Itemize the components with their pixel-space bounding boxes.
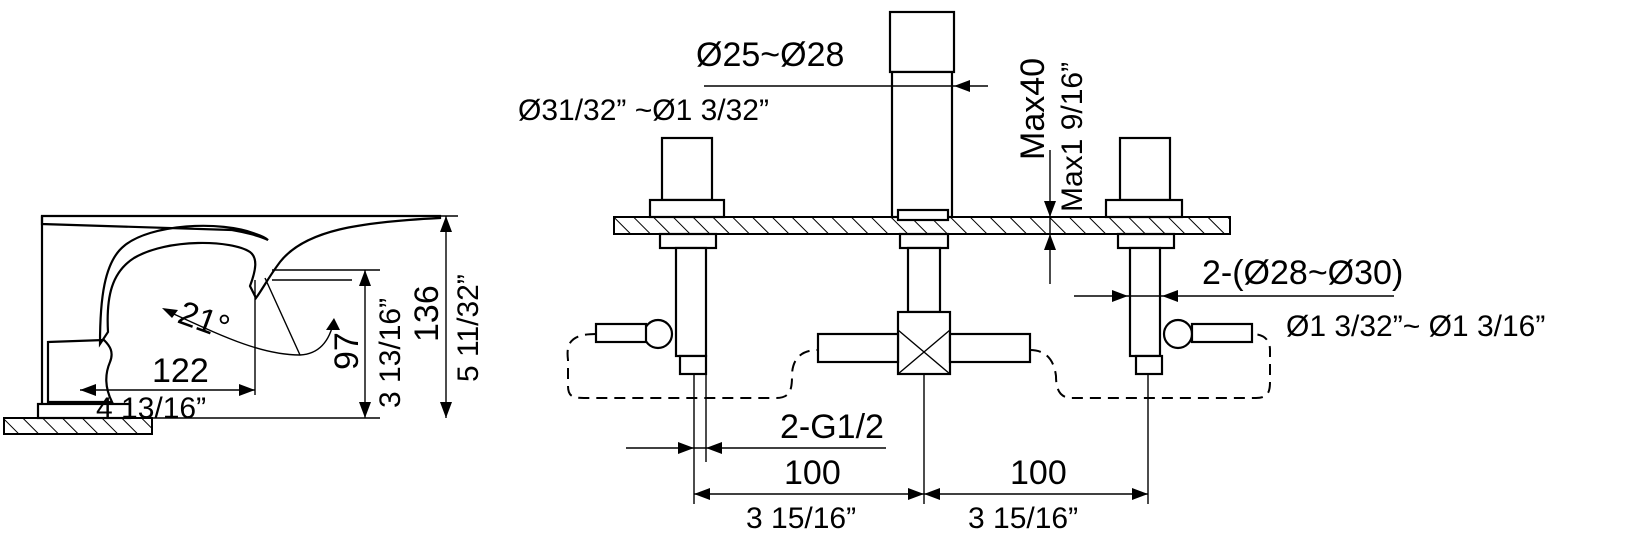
right-hose (1029, 333, 1271, 399)
right-handle-flange (1104, 198, 1184, 219)
right-nut (1116, 232, 1176, 250)
thread-label: 2-G1/2 (780, 408, 884, 446)
right-valve (1162, 318, 1194, 350)
right-handle-knob (1118, 136, 1172, 202)
left-handle-flange (648, 198, 726, 219)
side-spout-height-mm: 97 (328, 332, 366, 370)
spacing-right-mm: 100 (1010, 454, 1067, 492)
thread-arrow-l (678, 442, 694, 454)
spout-dia-in: Ø31/32” ~Ø1 3/32” (518, 94, 769, 127)
deck-thick-in: Max1 9/16” (1056, 62, 1089, 212)
thread-arrow-r (706, 442, 722, 454)
spacing-arrow-2 (908, 488, 924, 500)
left-shank (674, 246, 708, 358)
side-angle-label: 21° (173, 294, 234, 347)
side-spout-height-arrow-t (359, 270, 371, 286)
side-spout (40, 214, 442, 348)
hole-dia-in: Ø1 3/32”~ Ø1 3/16” (1286, 310, 1545, 343)
tee-body (896, 310, 952, 376)
left-hose-fitting (594, 322, 648, 344)
spout-body (890, 70, 954, 219)
spout-top (888, 10, 956, 74)
side-total-height-mm: 136 (408, 285, 446, 342)
side-handle (46, 338, 114, 404)
spacing-arrow-3 (924, 488, 940, 500)
left-handle-assembly (594, 136, 726, 376)
left-hose (566, 333, 819, 399)
deck-thick-arrow-b (1044, 234, 1056, 250)
spout-nut (898, 232, 950, 250)
side-base-plate (36, 402, 132, 420)
right-hose-fitting (1190, 322, 1254, 344)
hole-dia-arrow-r (1162, 290, 1178, 302)
side-view: 21° 122 4 13/16” 97 3 13/16” 136 5 11/32… (3, 214, 485, 435)
spout-dia-mm: Ø25~Ø28 (696, 36, 844, 74)
spout-assembly (816, 10, 1032, 376)
tee-left-fitting (816, 332, 900, 364)
right-shank (1128, 246, 1162, 358)
side-reach-arrow-l (80, 384, 96, 396)
side-reach-arrow-r (239, 384, 255, 396)
front-view: Ø25~Ø28 Ø31/32” ~Ø1 3/32” Max40 Max1 9/1… (518, 10, 1545, 535)
right-handle-assembly (1104, 136, 1254, 376)
side-total-height-in: 5 11/32” (452, 274, 485, 382)
side-spout-height-arrow-b (359, 402, 371, 418)
side-angle-arrow (162, 308, 178, 318)
side-total-height-arrow-t (440, 216, 452, 232)
spacing-arrow-4 (1132, 488, 1148, 500)
side-angle-arc (164, 309, 335, 356)
side-reach-in: 4 13/16” (96, 392, 206, 425)
left-nut (658, 232, 718, 250)
hole-dia-mm: 2-(Ø28~Ø30) (1202, 254, 1403, 292)
left-outlet (678, 354, 708, 376)
side-reach-mm: 122 (152, 352, 209, 390)
deck-thick-mm: Max40 (1014, 58, 1052, 160)
spacing-right-in: 3 15/16” (968, 502, 1078, 535)
spacing-left-in: 3 15/16” (746, 502, 856, 535)
left-handle-knob (660, 136, 714, 202)
hole-dia-arrow-l (1112, 290, 1128, 302)
side-angle-arrow-2 (326, 318, 340, 330)
spacing-arrow-1 (694, 488, 710, 500)
side-spout-height-in: 3 13/16” (374, 298, 407, 408)
spout-gasket (896, 208, 950, 222)
spacing-left-mm: 100 (784, 454, 841, 492)
spout-dia-arrow (954, 80, 970, 92)
side-total-height-arrow-b (440, 402, 452, 418)
tee-right-fitting (948, 332, 1032, 364)
side-angle-line-1 (264, 277, 301, 356)
left-valve (642, 318, 674, 350)
right-outlet (1134, 354, 1164, 376)
tee-cross-2 (897, 329, 951, 375)
spout-shank (906, 246, 942, 314)
deck-thick-arrow-t (1044, 201, 1056, 217)
